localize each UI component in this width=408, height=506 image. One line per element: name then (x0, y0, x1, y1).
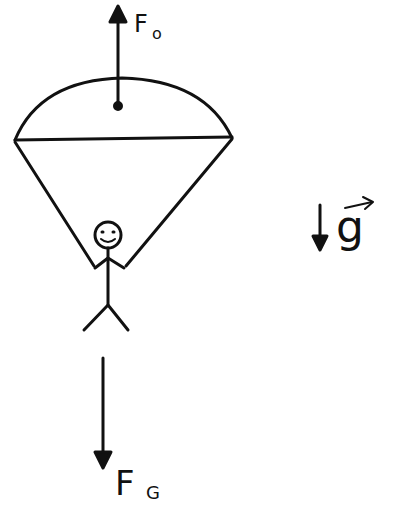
figure-smile (101, 239, 115, 242)
force-subscript: G (146, 484, 160, 502)
arrow-head (110, 6, 126, 22)
gravity-symbol: g (336, 205, 364, 249)
parachute-canopy (15, 78, 232, 140)
force-arrow-up (117, 14, 120, 104)
force-arrow-down (102, 358, 105, 462)
figure-arms (95, 258, 124, 268)
force-symbol: F (134, 12, 148, 36)
force-subscript: o (152, 26, 162, 42)
vector-arrow-head (363, 197, 373, 209)
figure-legs (84, 305, 128, 330)
arrow-head (95, 452, 111, 468)
figure-head (95, 222, 121, 248)
canopy-rim (15, 137, 232, 140)
force-symbol: F (115, 466, 135, 500)
figure-eyes (102, 231, 114, 234)
suspension-line (15, 142, 94, 266)
arrow-head (313, 236, 327, 250)
force-point (115, 103, 122, 110)
suspension-line (126, 139, 232, 266)
